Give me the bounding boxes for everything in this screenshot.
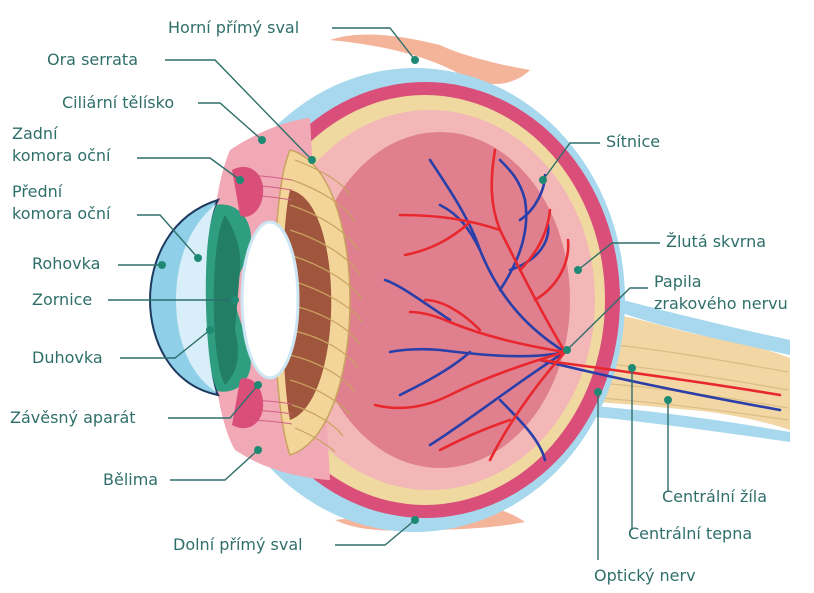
label-zadni-komora-line1: Zadní xyxy=(12,124,58,143)
label-opticky-nerv: Optický nerv xyxy=(594,566,696,585)
label-zluta-skvrna: Žlutá skvrna xyxy=(666,232,766,251)
label-papila-line1: Papila xyxy=(654,272,702,291)
label-zavesny-aparat: Závěsný aparát xyxy=(10,408,136,427)
label-duhovka: Duhovka xyxy=(32,348,103,367)
label-zornice: Zornice xyxy=(32,290,92,309)
label-rohovka: Rohovka xyxy=(32,254,100,273)
label-predni-komora-line1: Přední xyxy=(12,182,62,201)
label-sitnice: Sítnice xyxy=(606,132,660,151)
label-belima: Bělima xyxy=(103,470,158,489)
label-dolni-primy-sval: Dolní přímý sval xyxy=(173,535,303,554)
label-centralni-tepna: Centrální tepna xyxy=(628,524,752,543)
label-ora-serrata: Ora serrata xyxy=(47,50,138,69)
label-predni-komora-line2: komora oční xyxy=(12,204,111,223)
label-ciliarni-telisko: Ciliární tělísko xyxy=(62,93,174,112)
label-zadni-komora-line2: komora oční xyxy=(12,146,111,165)
label-horni-primy-sval: Horní přímý sval xyxy=(168,18,299,37)
label-papila-line2: zrakového nervu xyxy=(654,294,788,313)
label-centralni-zila: Centrální žíla xyxy=(662,487,767,506)
lens xyxy=(242,222,298,378)
